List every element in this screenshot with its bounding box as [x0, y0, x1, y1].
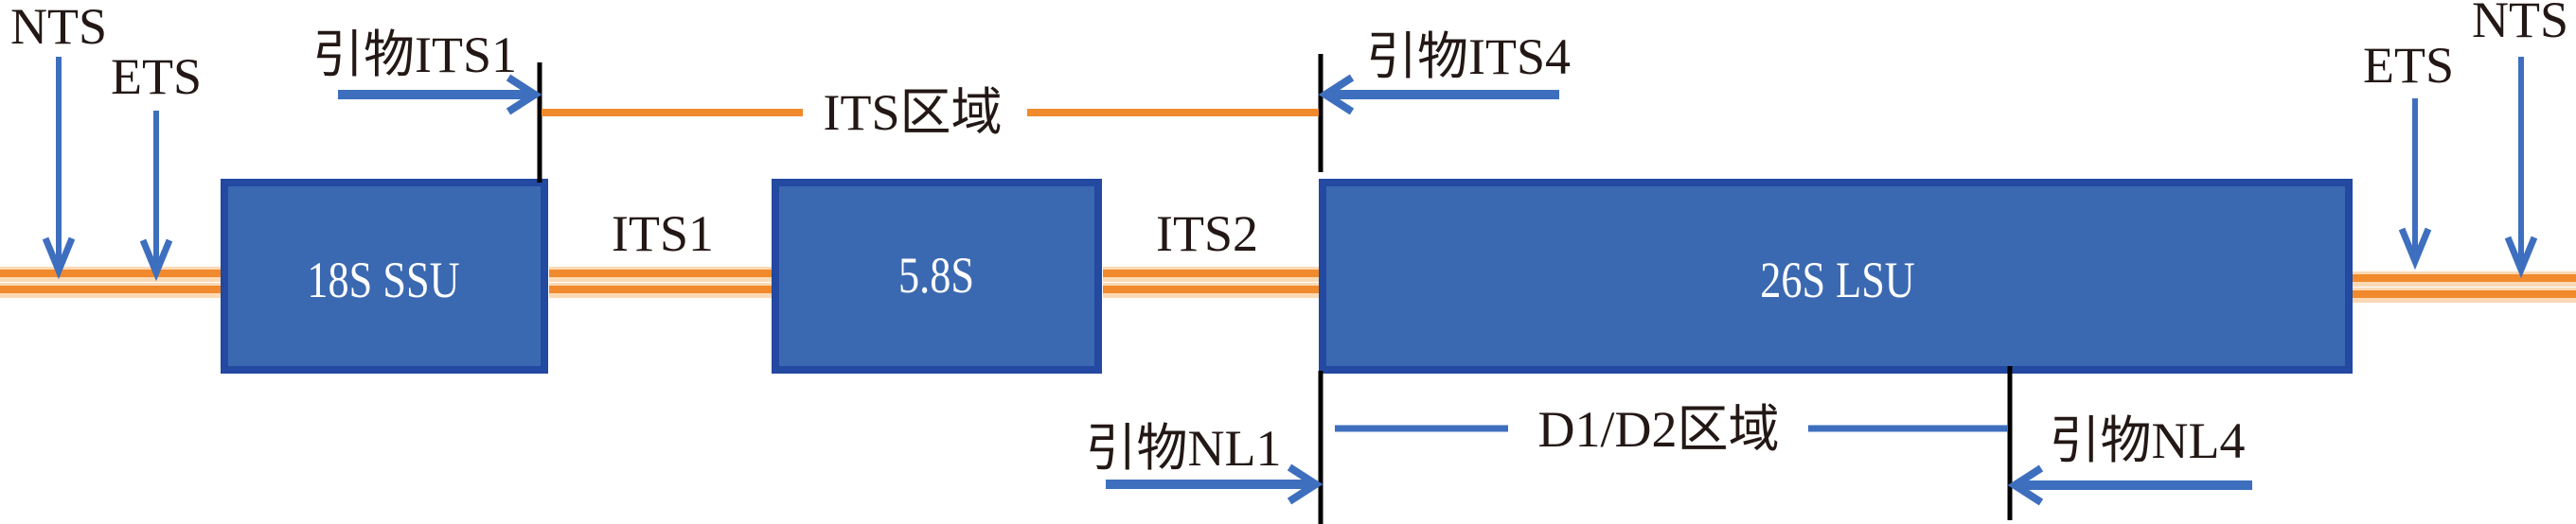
- its2-label: ITS2: [1156, 205, 1258, 262]
- nts-right-arrow: [2504, 57, 2538, 279]
- its-region-label: ITS区域: [824, 84, 1003, 141]
- s58-label: 5.8S: [898, 247, 974, 304]
- ssu-label: 18S SSU: [307, 252, 459, 308]
- primer-its4-arrow: [1318, 74, 1559, 115]
- lsu-26s-box: [1319, 179, 2353, 374]
- nts-ets-left-line: [0, 267, 222, 298]
- its1-line: [549, 267, 773, 298]
- ets-right-label: ETS: [2363, 37, 2454, 94]
- nts-right-label: NTS: [2472, 0, 2568, 48]
- d1d2-region-label: D1/D2区域: [1538, 401, 1780, 458]
- ets-nts-right-line: [2350, 271, 2576, 303]
- spacer-lines: [0, 267, 2576, 303]
- primer-its1-label: 引物ITS1: [312, 26, 517, 83]
- lsu-label: 26S LSU: [1760, 252, 1915, 308]
- ets-left-label: ETS: [111, 48, 202, 105]
- ets-left-arrow: [139, 111, 173, 282]
- primer-nl4-label: 引物NL4: [2050, 412, 2246, 469]
- its2-line: [1103, 267, 1325, 298]
- nts-left-label: NTS: [10, 0, 107, 55]
- primer-its1-arrow: [338, 74, 542, 115]
- nts-left-arrow: [42, 57, 76, 280]
- primer-nl1-label: 引物NL1: [1086, 420, 1282, 477]
- its1-label: ITS1: [612, 205, 714, 262]
- ssu-18s-box: [221, 179, 548, 374]
- ets-right-arrow: [2398, 98, 2432, 271]
- primer-nl4-arrow: [2007, 464, 2252, 506]
- s58-box: [772, 179, 1102, 374]
- primer-nl1-arrow: [1106, 463, 1324, 505]
- primer-its4-label: 引物ITS4: [1366, 28, 1571, 85]
